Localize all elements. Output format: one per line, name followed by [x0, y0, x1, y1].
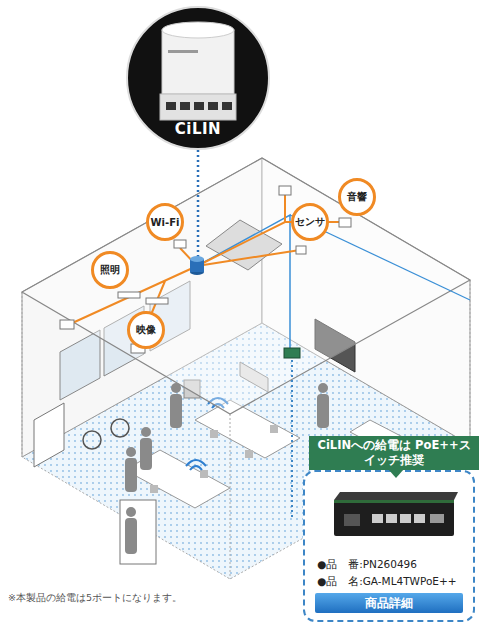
power-cable: [68, 192, 345, 346]
chair: [150, 485, 158, 493]
callout-circle: 音響: [338, 178, 376, 216]
lan-port: [180, 102, 190, 110]
callout-circle: 映像: [127, 311, 165, 349]
shelf: [34, 403, 64, 467]
recommend-band: CiLINへの給電は PoE++スイッチ推奨: [309, 436, 479, 470]
switch-port: [414, 514, 425, 523]
sensor: [296, 246, 306, 254]
table: [195, 400, 300, 458]
switch-port: [430, 514, 444, 523]
product-number: ●品 番:PN260496: [317, 556, 463, 573]
lan-cable: [197, 215, 290, 350]
switch-body: [334, 500, 454, 536]
lan-port: [208, 102, 218, 110]
footnote: ※本製品の給電は5ポートになります。: [8, 592, 182, 605]
switch-top: [334, 492, 458, 500]
switch-trim: [334, 500, 454, 503]
lan-port: [222, 102, 232, 110]
speaker: [339, 218, 351, 227]
person-body: [170, 394, 182, 428]
person-body: [125, 458, 137, 492]
callout-text: 映像: [136, 323, 156, 337]
switch-panel: [344, 514, 360, 526]
button-text: 商品詳細: [365, 595, 413, 612]
light-fixture: [118, 292, 140, 298]
person-head: [318, 383, 328, 393]
device-port-panel: [160, 94, 236, 120]
device-circle: CiLIN: [126, 6, 270, 150]
person-head: [126, 447, 136, 457]
person-body: [140, 438, 152, 470]
wifi-signal: [186, 460, 206, 470]
wall-edge: [22, 292, 23, 457]
hub-top: [190, 256, 204, 262]
chair: [245, 450, 253, 458]
callout-text: 音響: [347, 190, 367, 204]
bicycle-wheel: [111, 419, 129, 437]
window: [60, 330, 100, 400]
person-body: [317, 394, 329, 428]
lan-port: [194, 102, 204, 110]
leader-line: [291, 360, 293, 520]
wall-edge: [470, 280, 471, 445]
door: [120, 500, 156, 564]
ceiling: [22, 158, 470, 414]
detail-button: 商品詳細: [315, 593, 463, 613]
chair: [210, 430, 218, 438]
wall-edge: [230, 414, 231, 579]
switch-port: [400, 514, 411, 523]
band-text: CiLINへの給電は PoE++スイッチ推奨: [317, 438, 471, 468]
leader-line: [197, 150, 200, 258]
chair: [270, 425, 278, 433]
wifi-ap: [174, 240, 186, 248]
logo-text: CiLIN: [175, 120, 221, 138]
callout-circle: センサ: [291, 203, 329, 241]
person-head: [141, 427, 151, 437]
person-body: [125, 518, 137, 554]
band-pointer: [388, 469, 404, 478]
light-fixture: [146, 298, 168, 304]
device-top: [162, 22, 234, 38]
device-body: [162, 30, 234, 94]
callout-circle: 照明: [91, 251, 129, 289]
lan-port: [166, 102, 176, 110]
product-name: ●品 名:GA-ML4TWPoE++: [317, 573, 463, 590]
person-head: [126, 507, 136, 517]
device-logo-mark: [168, 50, 198, 53]
projector: [60, 320, 74, 329]
speaker: [279, 186, 291, 195]
callout-text: 照明: [100, 263, 120, 277]
callout-text: Wi-Fi: [151, 217, 180, 228]
switch-port: [372, 514, 383, 523]
switch-port: [386, 514, 397, 523]
chair: [200, 470, 208, 478]
product-panel: ●品 番:PN260496●品 名:GA-ML4TWPoE++ 商品詳細: [303, 470, 475, 622]
poe-switch: [284, 348, 300, 358]
callout-text: センサ: [295, 215, 325, 229]
callout-circle: Wi-Fi: [146, 203, 184, 241]
bicycle-wheel: [83, 431, 101, 449]
